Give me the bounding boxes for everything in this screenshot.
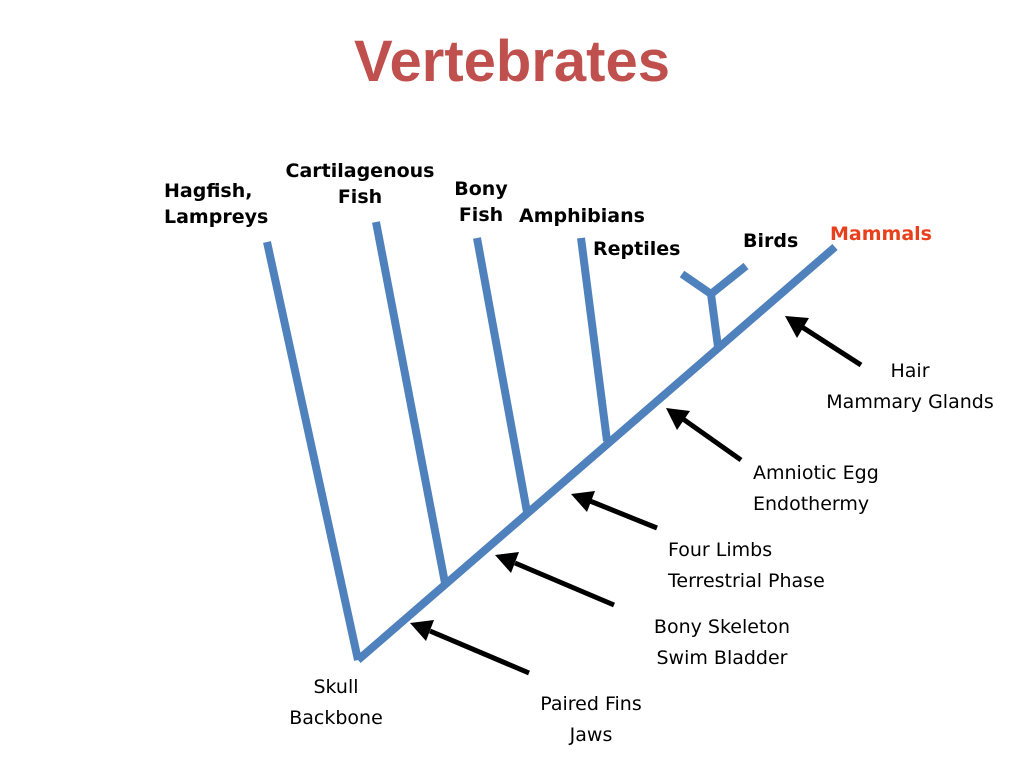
taxon-cartilagenous-line2: Fish — [337, 186, 383, 208]
taxon-hagfish-line2: Lampreys — [164, 206, 269, 228]
trait-amniotic-egg-line2: Endothermy — [753, 493, 870, 515]
slide-title: Vertebrates — [354, 29, 670, 94]
branch-cartilagenous-fish — [372, 221, 449, 584]
trait-amniotic-egg-line1: Amniotic Egg — [753, 462, 879, 484]
trait-paired-fins-jaws: Paired Fins Jaws — [516, 689, 666, 751]
taxon-hagfish-lampreys: Hagfish, Lampreys — [164, 178, 268, 230]
taxon-birds: Birds — [743, 230, 799, 252]
trait-skull-backbone: Skull Backbone — [266, 672, 406, 734]
branch-amphibians — [577, 237, 611, 442]
trait-hair-mammary-glands: Hair Mammary Glands — [812, 356, 1008, 418]
taxon-bony-fish-line2: Fish — [458, 204, 504, 226]
taxon-cartilagenous-fish: Cartilagenous Fish — [270, 158, 450, 210]
trait-paired-fins-line2: Jaws — [569, 724, 613, 746]
taxon-cartilagenous-line1: Cartilagenous — [285, 160, 435, 182]
taxon-bony-fish: Bony Fish — [440, 176, 522, 228]
branch-reptiles-birds-stem — [707, 293, 722, 348]
trait-hair-line1: Hair — [890, 360, 930, 382]
trait-bony-skeleton-swim-bladder: Bony Skeleton Swim Bladder — [636, 612, 808, 674]
arrow-bony-skeleton — [495, 552, 615, 608]
taxon-amphibians: Amphibians — [519, 205, 645, 227]
arrow-hair — [785, 316, 863, 368]
trait-skull-line2: Backbone — [289, 707, 383, 729]
cladogram-branches — [263, 221, 838, 664]
trait-four-limbs-terrestrial: Four Limbs Terrestrial Phase — [668, 535, 825, 597]
trait-bony-skeleton-line2: Swim Bladder — [656, 647, 788, 669]
trait-skull-line1: Skull — [313, 676, 359, 698]
trait-four-limbs-line1: Four Limbs — [668, 539, 773, 561]
branch-reptiles — [679, 270, 714, 298]
trait-bony-skeleton-line1: Bony Skeleton — [653, 616, 791, 638]
arrow-amniotic-egg — [666, 408, 743, 463]
taxon-reptiles: Reptiles — [593, 238, 681, 260]
branch-bony-fish — [473, 237, 531, 513]
taxon-hagfish-line1: Hagfish, — [164, 180, 253, 202]
arrow-four-limbs — [571, 491, 658, 531]
arrow-paired-fins — [410, 620, 530, 676]
branch-birds — [708, 262, 749, 298]
trait-arrows — [410, 316, 863, 676]
trait-amniotic-egg-endothermy: Amniotic Egg Endothermy — [753, 458, 879, 520]
taxon-bony-fish-line1: Bony — [454, 178, 508, 200]
trait-four-limbs-line2: Terrestrial Phase — [668, 570, 825, 592]
main-trunk — [355, 243, 838, 664]
trait-hair-line2: Mammary Glands — [826, 391, 994, 413]
taxon-mammals: Mammals — [830, 223, 932, 245]
trait-paired-fins-line1: Paired Fins — [540, 693, 642, 715]
branch-hagfish — [263, 241, 362, 661]
